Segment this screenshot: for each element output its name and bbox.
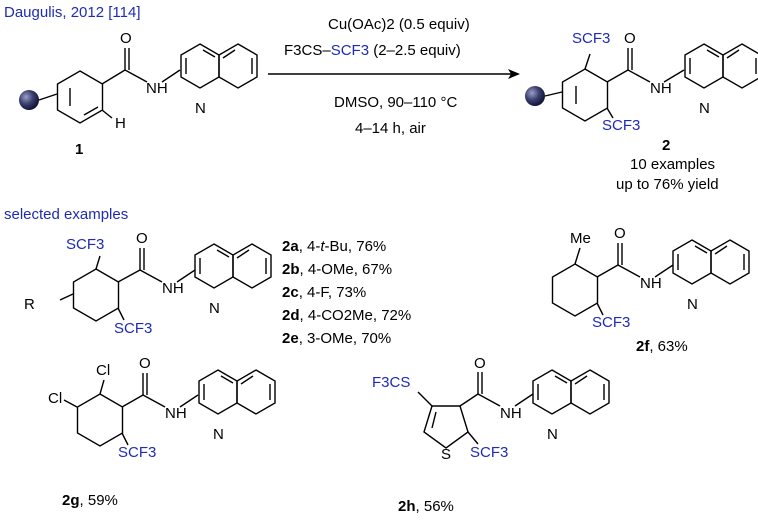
ex-scf3-top: SCF3	[66, 236, 105, 253]
example-2a-2e-structure	[59, 243, 272, 322]
product-atom-O: O	[624, 30, 636, 47]
compound-number-2: 2	[662, 137, 671, 154]
example-2a: 2a, 4-t-Bu, 76%	[282, 238, 387, 255]
ex2g-atom-N: N	[213, 426, 224, 443]
ex2h-atom-N: N	[547, 426, 558, 443]
substituent-ball	[525, 86, 545, 106]
ex2f-atom-O: O	[614, 225, 626, 242]
product-examples-count: 10 examples	[630, 156, 716, 173]
selected-examples-title: selected examples	[4, 206, 129, 223]
ex2g-atom-Cl-top: Cl	[96, 362, 111, 379]
atom-label-O: O	[120, 30, 132, 47]
citation-header: Daugulis, 2012 [114]	[4, 4, 141, 21]
ex2f-scf3: SCF3	[592, 314, 631, 331]
ex2g-atom-Cl-left: Cl	[48, 390, 63, 407]
example-2e: 2e, 3-OMe, 70%	[282, 330, 392, 347]
ex2g-atom-NH: NH	[165, 405, 187, 422]
atom-label-NH: NH	[146, 80, 168, 97]
atom-label-N: N	[195, 100, 206, 117]
ex2f-atom-NH: NH	[640, 275, 662, 292]
ex2h-scf3: SCF3	[470, 444, 509, 461]
product-atom-NH: NH	[650, 80, 672, 97]
starting-material-1	[19, 43, 258, 124]
example-2d: 2d, 4-CO2Me, 72%	[282, 307, 412, 324]
ex-atom-R: R	[24, 296, 35, 313]
product-scf3-top: SCF3	[572, 30, 611, 47]
conditions-line-2: 4–14 h, air	[355, 120, 426, 137]
substituent-ball	[19, 90, 39, 110]
ex2g-atom-O: O	[139, 355, 151, 372]
ex-atom-O: O	[136, 230, 148, 247]
ex2h-atom-S: S	[441, 446, 452, 463]
ex2h-atom-O: O	[474, 355, 486, 372]
ex2f-atom-Me: Me	[570, 230, 591, 247]
compound-number-1: 1	[75, 141, 84, 158]
example-2f-label: 2f, 63%	[636, 338, 688, 355]
conditions-line-1: DMSO, 90–110 °C	[334, 94, 458, 111]
ex2h-atom-NH: NH	[500, 405, 522, 422]
example-2c: 2c, 4-F, 73%	[282, 284, 367, 301]
example-2h-structure	[417, 369, 610, 449]
product-scf3-bottom: SCF3	[602, 117, 641, 134]
ex2g-scf3: SCF3	[118, 444, 157, 461]
example-2f-structure	[551, 239, 750, 317]
product-max-yield: up to 76% yield	[616, 176, 719, 193]
ex-atom-NH: NH	[162, 280, 184, 297]
reagent-line-2: F3CS–SCF3 (2–2.5 equiv)	[284, 42, 461, 59]
ex-scf3-bottom: SCF3	[114, 320, 153, 337]
example-2g-label: 2g, 59%	[62, 492, 118, 509]
example-2h-label: 2h, 56%	[398, 498, 454, 515]
reagent-line-1: Cu(OAc)2 (0.5 equiv)	[328, 16, 470, 33]
ex2f-atom-N: N	[687, 296, 698, 313]
ex-atom-N: N	[209, 300, 220, 317]
example-2b: 2b, 4-OMe, 67%	[282, 261, 393, 278]
atom-label-H: H	[115, 115, 126, 132]
reaction-arrow	[268, 69, 520, 79]
product-atom-N: N	[699, 100, 710, 117]
ex2h-f3cs: F3CS	[372, 374, 411, 391]
example-2g-structure	[63, 369, 276, 447]
product-2	[525, 43, 758, 122]
